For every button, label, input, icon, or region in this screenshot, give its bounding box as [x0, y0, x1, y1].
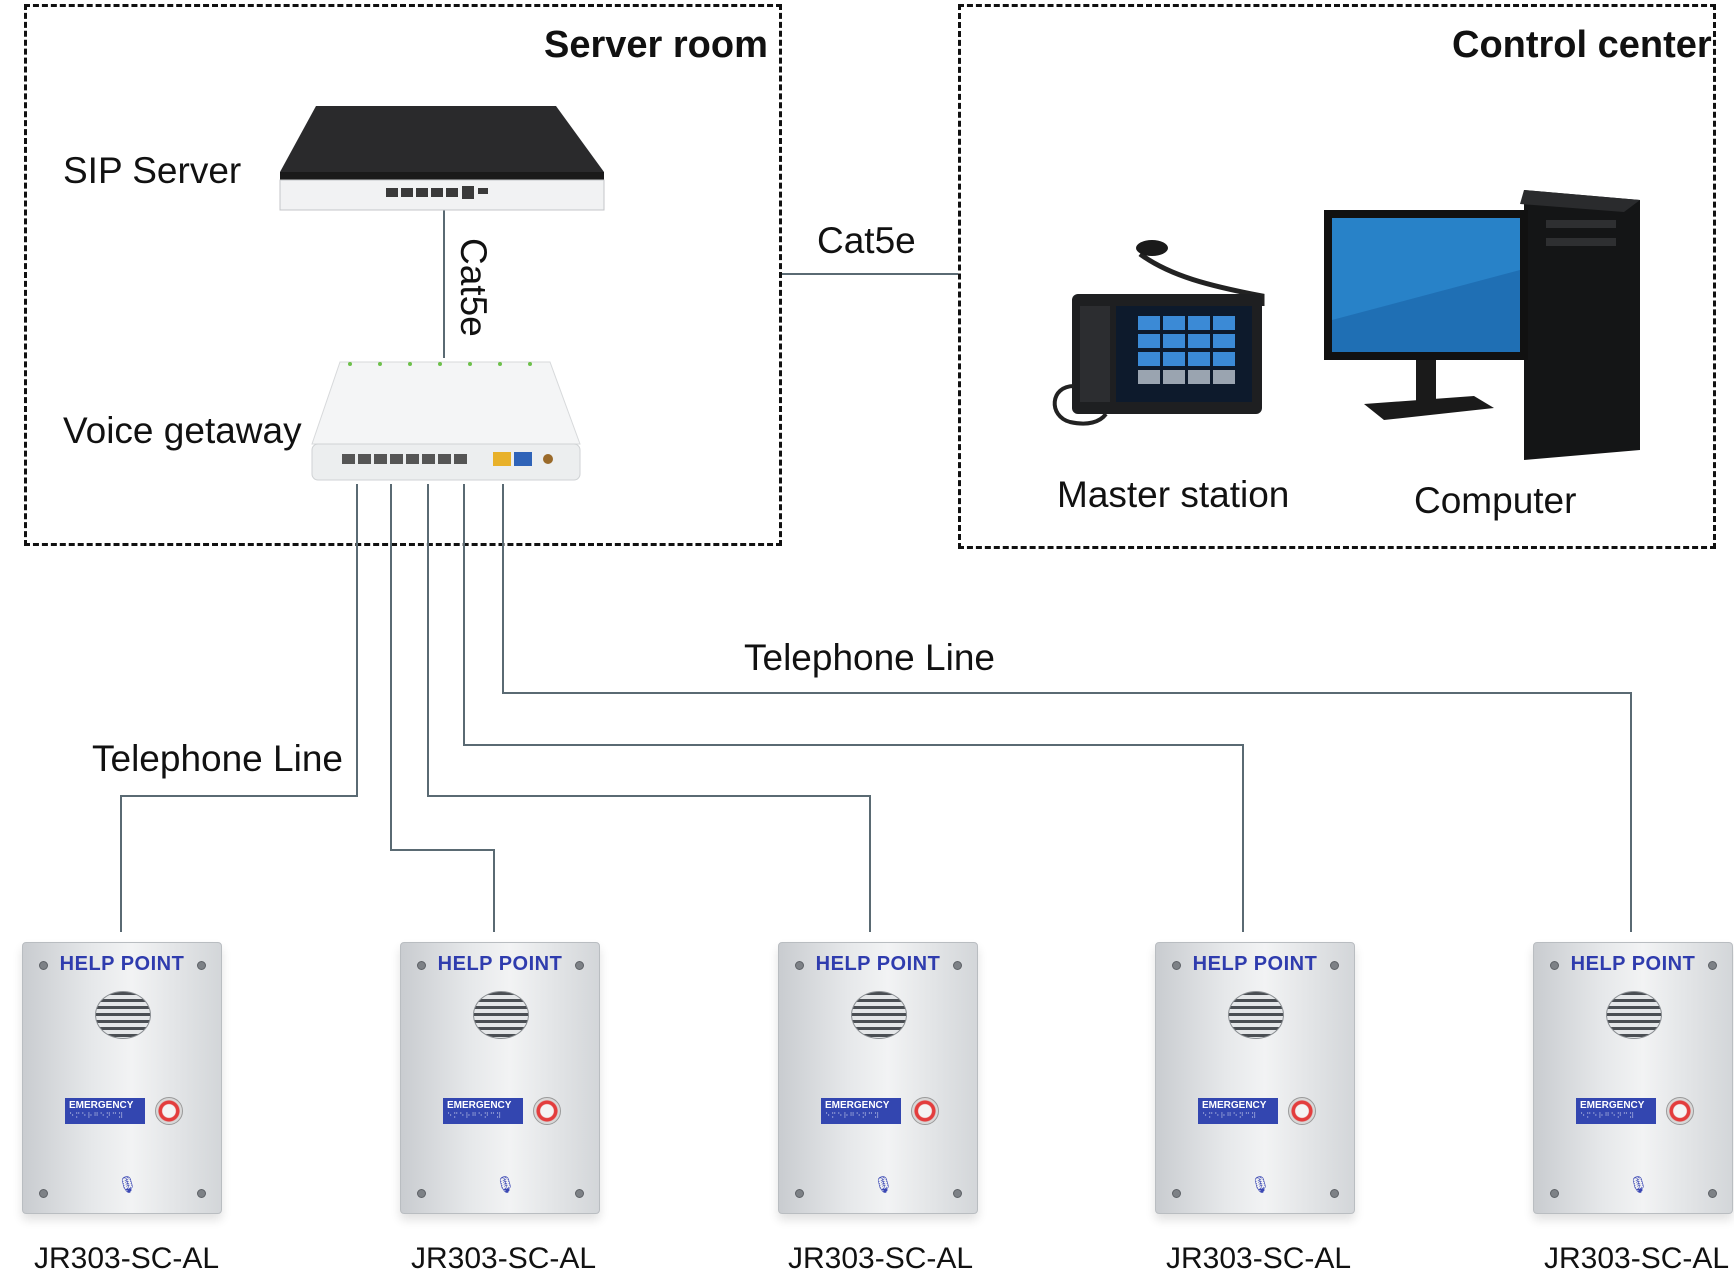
- help-point-5: HELP POINT EMERGENCY⠑⠍⠑⠗⠛⠑⠝⠉⠽ 🎙: [1533, 942, 1733, 1214]
- telephone-wire-4: [463, 484, 465, 746]
- master-station-device: [1052, 240, 1265, 426]
- microphone-icon: 🎙: [1628, 1177, 1649, 1194]
- server-room-title: Server room: [544, 24, 768, 66]
- emergency-plate: EMERGENCY⠑⠍⠑⠗⠛⠑⠝⠉⠽: [1198, 1098, 1278, 1124]
- emergency-plate: EMERGENCY⠑⠍⠑⠗⠛⠑⠝⠉⠽: [65, 1098, 145, 1124]
- speaker-grille-icon: [1606, 991, 1662, 1039]
- cat5e-wire-rooms: [782, 273, 958, 275]
- voice-gateway-device: [311, 361, 581, 481]
- help-point-2: HELP POINT EMERGENCY⠑⠍⠑⠗⠛⠑⠝⠉⠽ 🎙: [400, 942, 600, 1214]
- telephone-wire-3: [427, 484, 429, 796]
- microphone-icon: 🎙: [495, 1177, 516, 1194]
- speaker-grille-icon: [473, 991, 529, 1039]
- speaker-grille-icon: [95, 991, 151, 1039]
- call-button[interactable]: [533, 1097, 561, 1125]
- help-point-title: HELP POINT: [437, 953, 563, 975]
- speaker-grille-icon: [851, 991, 907, 1039]
- cat5e-vertical-label: Cat5e: [453, 238, 494, 337]
- help-point-title: HELP POINT: [1570, 953, 1696, 975]
- emergency-plate: EMERGENCY⠑⠍⠑⠗⠛⠑⠝⠉⠽: [821, 1098, 901, 1124]
- computer-device: [1324, 190, 1640, 460]
- help-point-4: HELP POINT EMERGENCY⠑⠍⠑⠗⠛⠑⠝⠉⠽ 🎙: [1155, 942, 1355, 1214]
- emergency-plate: EMERGENCY⠑⠍⠑⠗⠛⠑⠝⠉⠽: [1576, 1098, 1656, 1124]
- help-point-model-3: JR303-SC-AL: [788, 1242, 974, 1275]
- telephone-line-right-label: Telephone Line: [744, 637, 995, 678]
- help-point-model-4: JR303-SC-AL: [1166, 1242, 1352, 1275]
- call-button[interactable]: [1288, 1097, 1316, 1125]
- telephone-wire-5: [502, 484, 504, 694]
- call-button[interactable]: [911, 1097, 939, 1125]
- call-button[interactable]: [1666, 1097, 1694, 1125]
- sip-server-device: [279, 106, 605, 211]
- control-center-title: Control center: [1452, 24, 1712, 66]
- help-point-model-2: JR303-SC-AL: [411, 1242, 597, 1275]
- cat5-wire-server-gateway: [443, 208, 445, 358]
- voice-gateway-label: Voice getaway: [63, 410, 302, 451]
- speaker-grille-icon: [1228, 991, 1284, 1039]
- microphone-icon: 🎙: [873, 1177, 894, 1194]
- control-center-zone: [958, 4, 1716, 549]
- microphone-icon: 🎙: [1250, 1177, 1271, 1194]
- help-point-model-1: JR303-SC-AL: [34, 1242, 220, 1275]
- help-point-title: HELP POINT: [815, 953, 941, 975]
- help-point-title: HELP POINT: [1192, 953, 1318, 975]
- telephone-wire-2: [390, 484, 392, 850]
- help-point-title: HELP POINT: [59, 953, 185, 975]
- computer-label: Computer: [1414, 480, 1577, 521]
- telephone-wire-1: [356, 484, 358, 796]
- help-point-3: HELP POINT EMERGENCY⠑⠍⠑⠗⠛⠑⠝⠉⠽ 🎙: [778, 942, 978, 1214]
- emergency-plate: EMERGENCY⠑⠍⠑⠗⠛⠑⠝⠉⠽: [443, 1098, 523, 1124]
- cat5e-horizontal-label: Cat5e: [817, 220, 916, 261]
- sip-server-label: SIP Server: [63, 150, 242, 191]
- call-button[interactable]: [155, 1097, 183, 1125]
- telephone-line-left-label: Telephone Line: [92, 738, 343, 779]
- microphone-icon: 🎙: [117, 1177, 138, 1194]
- help-point-model-5: JR303-SC-AL: [1544, 1242, 1730, 1275]
- master-station-label: Master station: [1057, 474, 1290, 515]
- server-room-zone: [24, 4, 782, 546]
- help-point-1: HELP POINT EMERGENCY⠑⠍⠑⠗⠛⠑⠝⠉⠽ 🎙: [22, 942, 222, 1214]
